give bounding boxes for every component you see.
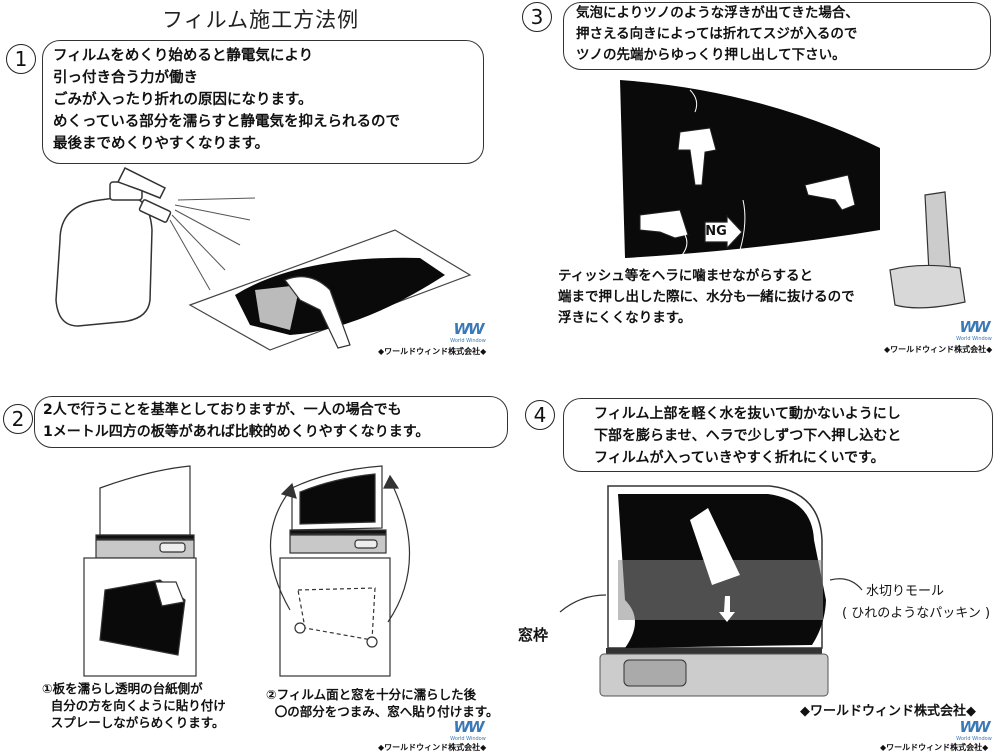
step-3-number: 3 — [522, 2, 552, 32]
logo-subtitle: World Window — [956, 736, 992, 742]
company-name-large: ◆ワールドウィンド株式会社◆ — [800, 704, 976, 719]
logo-subtitle: World Window — [956, 336, 992, 342]
window-frame-molding-illustration — [559, 485, 863, 697]
step-1-number: 1 — [6, 44, 36, 74]
step-4-text: フィルム上部を軽く水を抜いて動かないようにし 下部を膨らませ、ヘラで少しずつ下へ… — [594, 406, 902, 466]
car-door-right-illustration — [269, 465, 411, 677]
logo-mark: WW — [453, 320, 484, 338]
page-title: フィルム施工方法例 — [162, 8, 360, 32]
step-2-text: 2人で行うことを基準としておりますが、一人の場合でも 1メートル四方の板等があれ… — [43, 402, 430, 440]
step-3-note: ティッシュ等をヘラに噛ませながらすると 端まで押し出した際に、水分も一緒に抜ける… — [558, 268, 855, 326]
molding-label: 水切りモール — [866, 584, 945, 599]
step-3-bubble: 気泡によりツノのような浮きが出てきた場合、 押さえる向きによっては折れてスジが入… — [563, 2, 991, 70]
car-door-left-illustration — [83, 465, 197, 677]
world-window-logo: WW World Window — [954, 718, 994, 742]
step-4-bubble: フィルム上部を軽く水を抜いて動かないようにし 下部を膨らませ、ヘラで少しずつ下へ… — [563, 398, 993, 472]
logo-subtitle: World Window — [450, 736, 486, 742]
frame-label: 窓枠 — [518, 626, 549, 644]
step-1-text: フィルムをめくり始めると静電気により 引っ付き合う力が働き ごみが入ったり折れの… — [53, 48, 400, 152]
logo-mark: WW — [959, 718, 990, 736]
company-name-2: ◆ワールドウィンド株式会社◆ — [378, 743, 487, 752]
step-2-number: 2 — [3, 404, 33, 434]
board-with-film — [188, 229, 472, 351]
company-name-1: ◆ワールドウィンド株式会社◆ — [378, 347, 487, 356]
spray-bottle-illustration — [55, 166, 172, 327]
world-window-logo: WW World Window — [954, 318, 994, 342]
step-2-caption-right: ②フィルム面と窓を十分に濡らした後 〇の部分をつまみ、窓へ貼り付けます。 — [266, 687, 499, 719]
step-3-text: 気泡によりツノのような浮きが出てきた場合、 押さえる向きによっては折れてスジが入… — [576, 5, 859, 63]
world-window-logo: WW World Window — [448, 320, 488, 344]
window-film-bubbles-illustration — [620, 80, 880, 258]
spatula-with-tissue-illustration — [889, 191, 966, 309]
company-name-3: ◆ワールドウィンド株式会社◆ — [884, 345, 993, 354]
logo-mark: WW — [959, 318, 990, 336]
ng-label: NG — [705, 224, 727, 239]
step-2-bubble: 2人で行うことを基準としておりますが、一人の場合でも 1メートル四方の板等があれ… — [34, 396, 508, 448]
step-2-caption-left: ①板を濡らし透明の台紙側が 自分の方を向くように貼り付け スプレーしながらめくり… — [42, 681, 226, 730]
company-name-4: ◆ワールドウィンド株式会社◆ — [880, 743, 989, 752]
spray-mist — [169, 197, 256, 291]
logo-mark: WW — [453, 718, 484, 736]
step-1-bubble: フィルムをめくり始めると静電気により 引っ付き合う力が働き ごみが入ったり折れの… — [42, 40, 484, 164]
logo-subtitle: World Window — [450, 338, 486, 344]
world-window-logo: WW World Window — [448, 718, 488, 742]
molding-label-sub: ( ひれのようなパッキン ) — [842, 606, 991, 621]
step-4-number: 4 — [525, 400, 555, 430]
